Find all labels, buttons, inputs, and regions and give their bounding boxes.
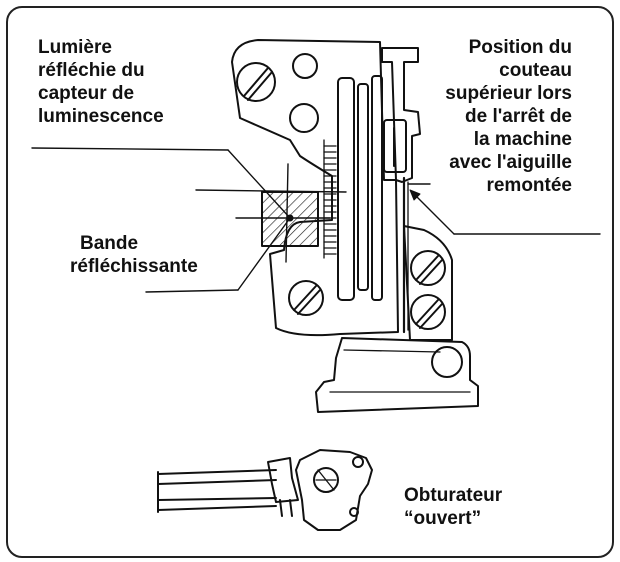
position-line-5: la machine <box>473 129 572 150</box>
knife-bar-right <box>371 75 383 301</box>
light-line-4: luminescence <box>38 106 164 127</box>
base-hole <box>431 346 463 378</box>
arrow-head <box>409 189 421 201</box>
light-line-1: Lumière <box>38 37 112 58</box>
reflective-band-label: Bande réfléchissante <box>70 232 230 278</box>
band-line-2: réfléchissante <box>70 256 198 277</box>
upper-knife-block <box>381 47 421 183</box>
band-line-1: Bande <box>80 233 139 254</box>
upper-plate <box>231 39 399 337</box>
knife-position-label: Position du couteau supérieur lors de l'… <box>445 36 572 197</box>
position-line-6: avec l'aiguille <box>449 152 572 173</box>
lower-right-plate <box>403 225 453 341</box>
position-line-7: remontée <box>486 175 572 196</box>
hole-middle <box>289 103 319 133</box>
shutter-line-2: “ouvert” <box>404 508 482 529</box>
position-line-3: supérieur lors <box>445 83 572 104</box>
light-sensor-label: Lumière réfléchie du capteur de luminesc… <box>38 36 164 128</box>
comb-teeth <box>323 139 337 259</box>
position-line-1: Position du <box>468 37 572 58</box>
screw-right-upper <box>410 250 446 286</box>
knife-clamp <box>383 119 407 173</box>
light-line-2: réfléchie du <box>38 60 145 81</box>
knife-bar-left <box>337 77 355 301</box>
screw-top-left <box>236 62 276 102</box>
screw-right-lower <box>410 294 446 330</box>
light-line-3: capteur de <box>38 83 135 104</box>
shutter-label: Obturateur “ouvert” <box>404 484 502 530</box>
position-line-4: de l'arrêt de <box>465 106 572 127</box>
hole-top <box>292 53 318 79</box>
shutter-assembly <box>157 449 373 531</box>
shutter-line-1: Obturateur <box>404 485 503 506</box>
screw-bottom-left <box>288 280 324 316</box>
knife-bar-middle <box>357 83 369 291</box>
position-line-2: couteau <box>499 60 572 81</box>
machine-base <box>315 337 479 413</box>
